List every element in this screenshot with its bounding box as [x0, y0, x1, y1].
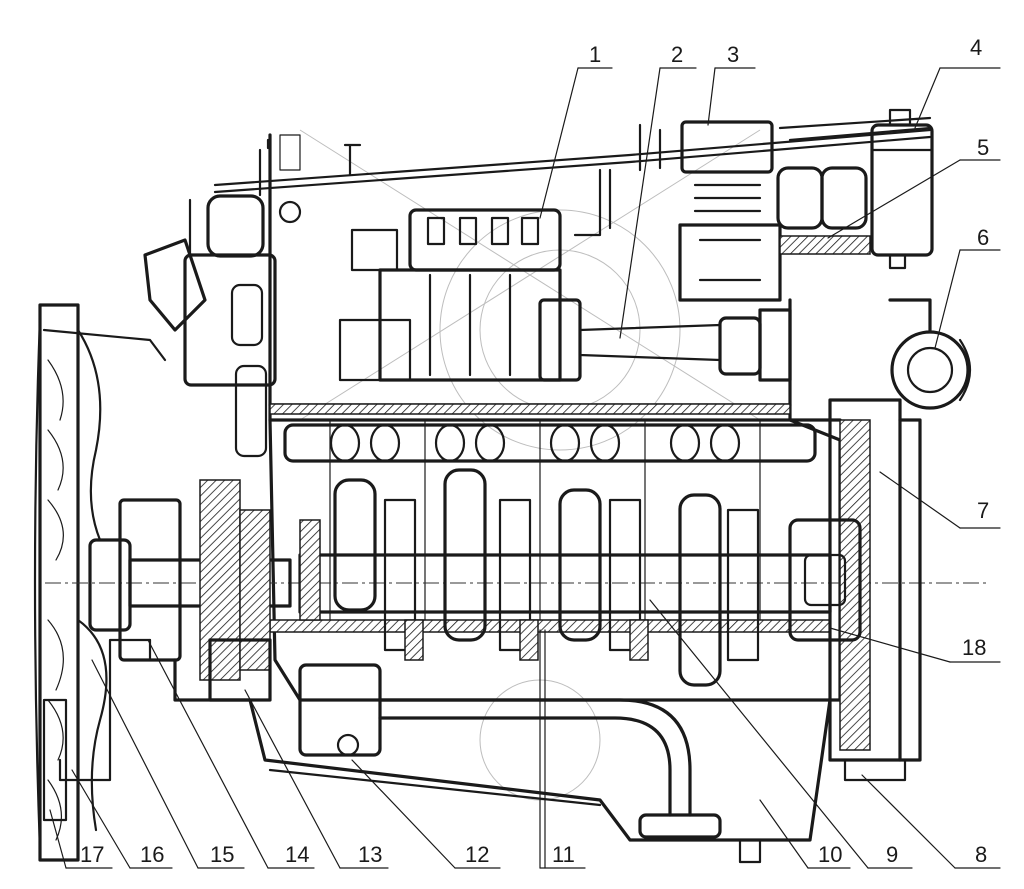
callout-3: 3 [727, 42, 739, 67]
camshaft [283, 423, 817, 463]
oil-sump [173, 658, 832, 864]
cylinder-head-covers [776, 166, 871, 255]
callout-14: 14 [285, 842, 309, 867]
callouts: 1 2 3 4 5 6 7 18 8 9 [49, 35, 1001, 869]
callout-18: 18 [962, 635, 986, 660]
callout-6: 6 [977, 225, 989, 250]
callout-15: 15 [210, 842, 234, 867]
callout-9: 9 [886, 842, 898, 867]
air-intake-housing [143, 138, 302, 458]
flywheel-housing [788, 398, 922, 782]
callout-12: 12 [465, 842, 489, 867]
callout-7: 7 [977, 498, 989, 523]
callout-16: 16 [140, 842, 164, 867]
fuel-filter [870, 108, 934, 270]
callout-10: 10 [818, 842, 842, 867]
front-pulley-assembly [88, 479, 292, 702]
fuel-lines [213, 116, 932, 237]
callout-1: 1 [589, 42, 601, 67]
engine-block [268, 133, 842, 702]
callout-17: 17 [80, 842, 104, 867]
callout-4: 4 [970, 35, 982, 60]
cooling-fan [33, 303, 167, 862]
callout-11: 11 [552, 842, 575, 867]
callout-8: 8 [975, 842, 987, 867]
alternator [888, 298, 971, 410]
drive-coupling [538, 298, 792, 382]
oil-pump [298, 663, 722, 839]
callout-13: 13 [358, 842, 382, 867]
callout-2: 2 [671, 42, 683, 67]
injection-pump [338, 208, 562, 382]
callout-5: 5 [977, 135, 989, 160]
air-compressor [678, 120, 782, 302]
